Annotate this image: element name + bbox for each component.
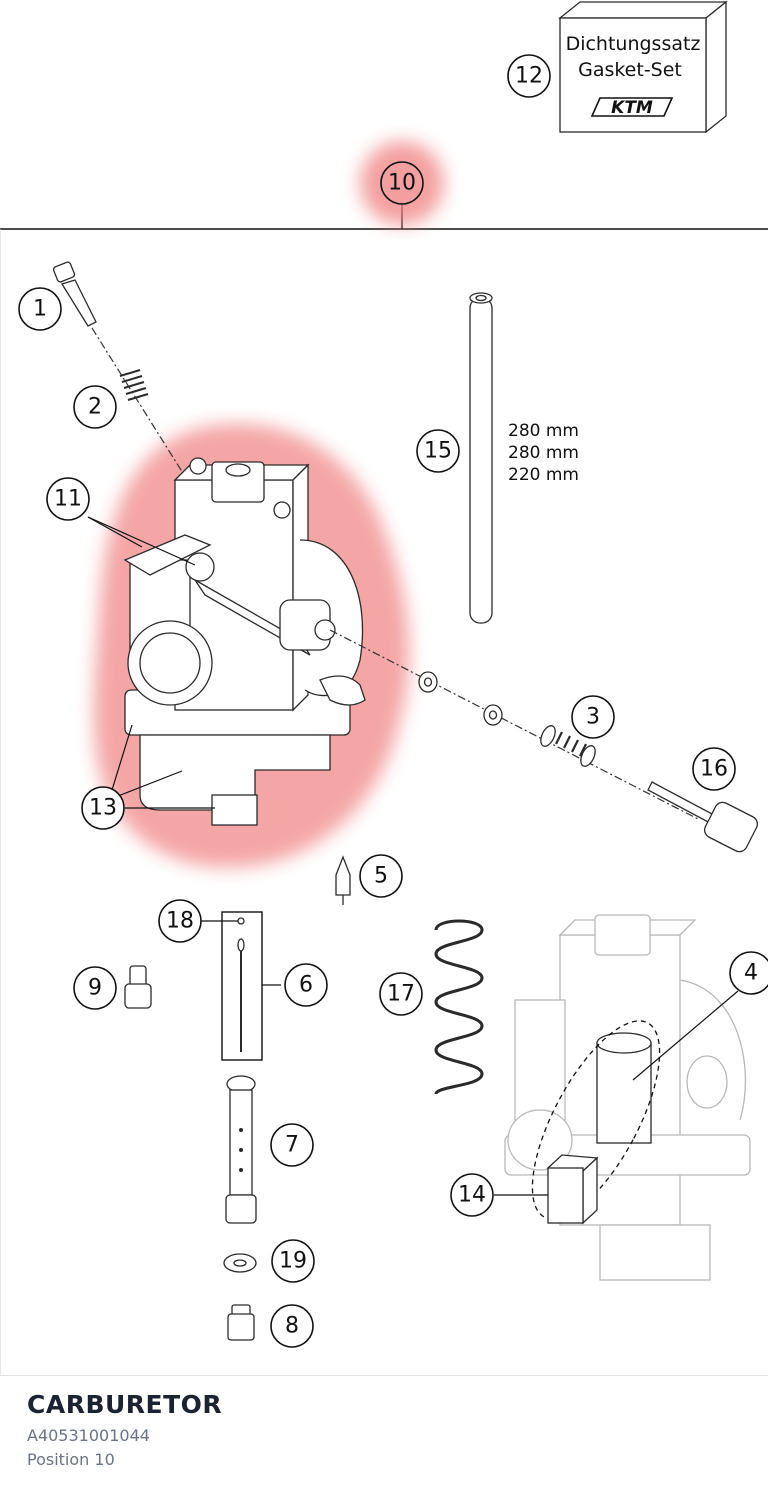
- diagram-footer: CARBURETOR A40531001044 Position 10: [0, 1375, 768, 1492]
- part-6-jet-needle[interactable]: [221, 911, 263, 1061]
- callout-14[interactable]: 14: [450, 1173, 494, 1217]
- part-8-main-jet[interactable]: [227, 1304, 255, 1341]
- part-17-throttle-spring[interactable]: [434, 919, 484, 1095]
- exploded-parts-diagram: Dichtungssatz Gasket-Set KTM: [0, 0, 768, 1375]
- callout-5[interactable]: 5: [359, 854, 403, 898]
- leader-11a: [87, 516, 143, 548]
- gasket-box-label-english: Gasket-Set: [578, 59, 682, 81]
- ktm-logo: KTM: [590, 97, 674, 118]
- part-18-needle-clip[interactable]: [237, 917, 245, 925]
- leader-13a: [111, 724, 133, 791]
- callout-18[interactable]: 18: [158, 899, 202, 943]
- callout-17[interactable]: 17: [379, 972, 423, 1016]
- part-5-float-needle[interactable]: [335, 855, 351, 905]
- part-16-adjuster-screw[interactable]: [647, 781, 760, 854]
- callout-4[interactable]: 4: [729, 951, 768, 995]
- callout-6[interactable]: 6: [284, 963, 328, 1007]
- diagram-part-number: A40531001044: [27, 1426, 150, 1445]
- part-2-spring[interactable]: [119, 369, 149, 401]
- hose-length-2: 280 mm: [508, 443, 579, 463]
- part-19-washer[interactable]: [223, 1253, 257, 1273]
- adjuster-axis-line: [329, 629, 701, 821]
- callout-15[interactable]: 15: [416, 429, 460, 473]
- callout-12[interactable]: 12: [507, 54, 551, 98]
- selected-position-highlight: [360, 141, 444, 225]
- part-15-hose[interactable]: [469, 292, 493, 624]
- callout-16[interactable]: 16: [692, 747, 736, 791]
- washer-inner[interactable]: [483, 704, 503, 726]
- part-1-screw[interactable]: [52, 261, 97, 327]
- selected-position-label: Position 10: [27, 1450, 115, 1469]
- ktm-logo-text: KTM: [611, 98, 653, 118]
- leader-11b: [87, 516, 196, 566]
- leader-13b: [117, 770, 183, 797]
- carburetor-main-body[interactable]: [123, 457, 366, 826]
- callout-2[interactable]: 2: [73, 385, 117, 429]
- callout-13[interactable]: 13: [81, 786, 125, 830]
- callout-11[interactable]: 11: [46, 477, 90, 521]
- callout-8[interactable]: 8: [270, 1304, 314, 1348]
- part-4-throttle-slide[interactable]: [596, 1032, 652, 1144]
- part-3-adjuster-spring[interactable]: [538, 723, 598, 768]
- callout-9[interactable]: 9: [73, 966, 117, 1010]
- callout-3[interactable]: 3: [571, 695, 615, 739]
- callout-19[interactable]: 19: [271, 1239, 315, 1283]
- screw-axis-line: [91, 327, 187, 479]
- leader-4: [632, 990, 739, 1081]
- part-9-pilot-jet[interactable]: [124, 965, 152, 1009]
- diagram-title: CARBURETOR: [27, 1390, 223, 1419]
- callout-7[interactable]: 7: [270, 1123, 314, 1167]
- slide-assembly-group-outline: [531, 1020, 661, 1220]
- part-7-needle-jet[interactable]: [225, 1075, 257, 1224]
- washer-outer[interactable]: [418, 671, 438, 693]
- callout-1[interactable]: 1: [18, 287, 62, 331]
- gasket-set-box[interactable]: Dichtungssatz Gasket-Set KTM: [558, 0, 728, 134]
- hose-length-1: 280 mm: [508, 421, 579, 441]
- part-14-slide-guide[interactable]: [546, 1154, 599, 1225]
- hose-length-3: 220 mm: [508, 465, 579, 485]
- gasket-box-label-german: Dichtungssatz: [566, 33, 701, 55]
